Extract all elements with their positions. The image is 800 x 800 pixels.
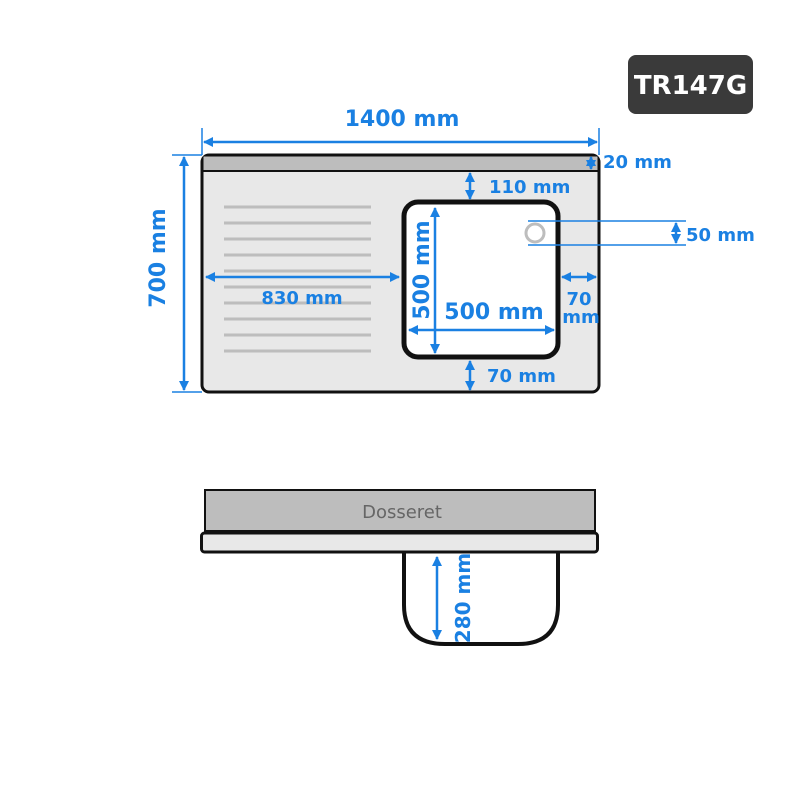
side-view: Dosseret 280 mm [200, 489, 599, 646]
svg-text:20 mm: 20 mm [603, 152, 672, 173]
dimension-backsplash-height: 20 mm [586, 152, 672, 173]
dimension-drainer-width: 830 mm [205, 272, 400, 309]
dimension-sink-top-offset: 110 mm [465, 172, 570, 200]
dimension-bowl-width: 500 mm [408, 300, 555, 335]
drain-icon [524, 222, 546, 244]
dimension-overall-depth: 700 mm [146, 154, 202, 393]
sink-bowl [401, 199, 561, 360]
dimension-drain-diameter: 50 mm [528, 220, 755, 246]
svg-text:280 mm: 280 mm [451, 553, 475, 643]
sink-bowl-profile [402, 552, 560, 646]
countertop-edge [200, 531, 599, 554]
model-badge: TR147G [628, 55, 753, 114]
dosseret-label: Dosseret [362, 502, 442, 523]
dimension-overall-width: 1400 mm [201, 107, 600, 155]
svg-text:500 mm: 500 mm [444, 300, 543, 325]
svg-text:830 mm: 830 mm [261, 288, 342, 309]
svg-text:mm: mm [562, 307, 600, 328]
drainer-grooves [224, 205, 371, 353]
backsplash-strip [203, 156, 598, 171]
svg-text:700 mm: 700 mm [146, 208, 171, 307]
svg-text:500 mm: 500 mm [410, 220, 435, 319]
svg-text:110 mm: 110 mm [489, 177, 570, 198]
svg-text:70 mm: 70 mm [487, 366, 556, 387]
dimension-bowl-height: 280 mm [432, 553, 475, 643]
dimension-right-margin: 70 mm [561, 272, 600, 328]
dimension-bottom-margin: 70 mm [465, 360, 556, 391]
svg-text:70: 70 [566, 289, 591, 310]
svg-text:50 mm: 50 mm [686, 225, 755, 246]
model-code: TR147G [634, 71, 747, 101]
svg-text:1400 mm: 1400 mm [345, 107, 460, 132]
dosseret [204, 489, 596, 532]
